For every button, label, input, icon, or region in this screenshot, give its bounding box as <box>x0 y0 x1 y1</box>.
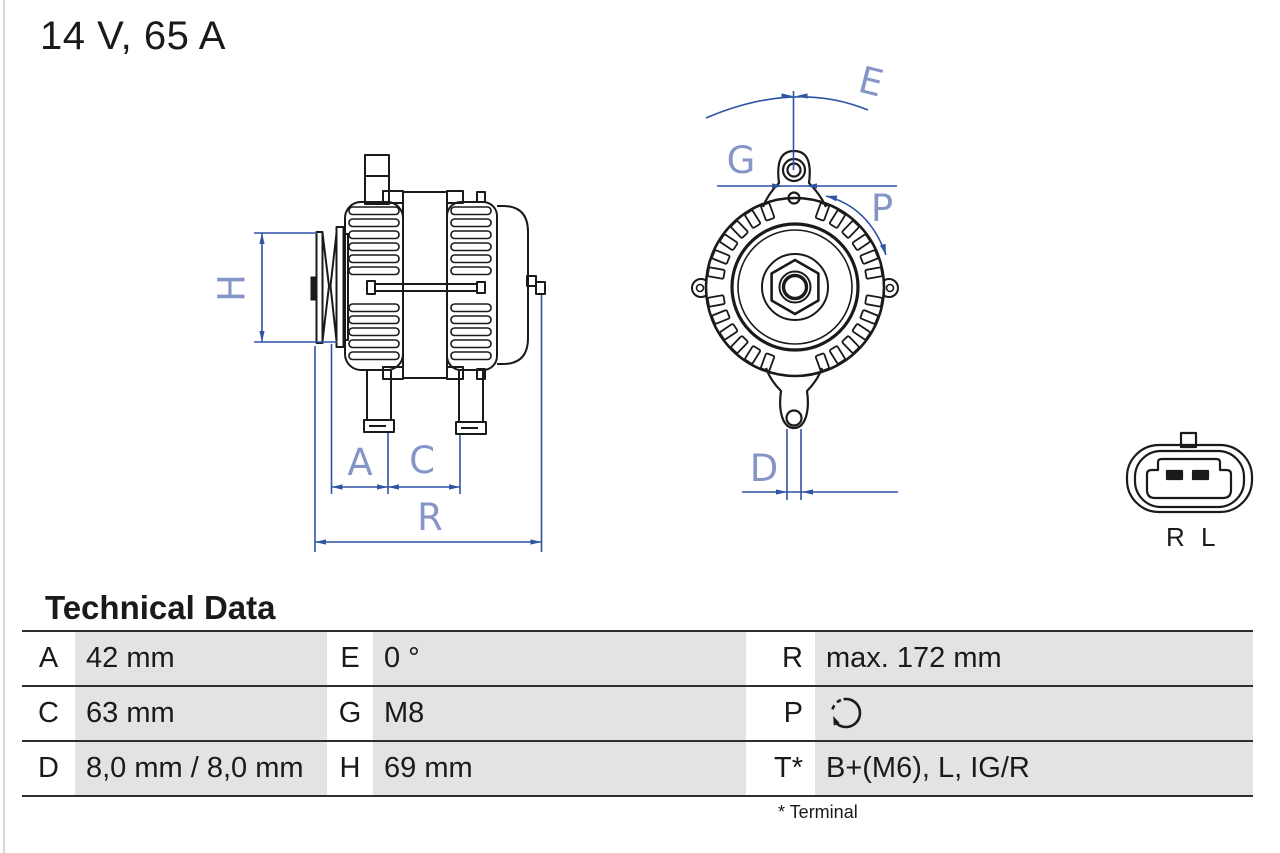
alternator-technical-drawing: H A C R E G P D R L <box>211 58 1254 552</box>
alternator-side-view <box>310 154 546 435</box>
cell-value-C: 63 mm <box>75 685 327 741</box>
cell-value-R: max. 172 mm <box>815 630 1253 686</box>
pin-left <box>1165 469 1184 481</box>
dimension-D <box>742 429 898 500</box>
page-left-border <box>3 0 5 853</box>
pulley <box>315 226 349 348</box>
plug-connector-diagram <box>1125 431 1254 514</box>
technical-data-heading: Technical Data <box>45 589 276 626</box>
shaft-hex-nut <box>770 258 820 316</box>
cell-value-T: B+(M6), L, IG/R <box>815 740 1253 797</box>
label-A: A <box>347 441 372 484</box>
technical-data-section: Technical Data A 42 mm E 0 ° R max. 172 … <box>22 588 1253 797</box>
cell-value-H: 69 mm <box>373 740 746 797</box>
label-C: C <box>409 439 435 482</box>
label-E: E <box>854 58 887 105</box>
rotation-ccw-icon <box>831 697 862 728</box>
cell-label-P: P <box>746 685 815 741</box>
rear-cover <box>497 205 529 365</box>
technical-data-table: A 42 mm E 0 ° R max. 172 mm C 63 mm G M8… <box>22 630 1253 797</box>
bottom-mounting-lugs <box>363 369 487 435</box>
cooling-fins <box>348 206 492 361</box>
label-D: D <box>750 447 779 490</box>
product-rating-title: 14 V, 65 A <box>40 14 226 58</box>
dimension-H <box>254 232 337 343</box>
cell-value-D: 8,0 mm / 8,0 mm <box>75 740 327 797</box>
label-R: R <box>417 496 443 539</box>
table-row: C 63 mm G M8 P <box>22 685 1253 741</box>
cell-label-H: H <box>327 740 373 797</box>
cell-label-E: E <box>327 630 373 686</box>
fan-teeth <box>706 202 884 372</box>
label-H: H <box>211 274 254 302</box>
cell-value-P <box>815 685 1253 741</box>
cell-label-D: D <box>22 740 75 797</box>
bottom-ear <box>764 367 824 430</box>
cell-label-A: A <box>22 630 75 686</box>
cell-value-G: M8 <box>373 685 746 741</box>
top-mounting-lug <box>364 154 390 205</box>
pin-right <box>1191 469 1210 481</box>
alternator-front-view <box>691 149 899 430</box>
through-bolt <box>366 280 486 295</box>
pin-label-R: R <box>1166 522 1185 552</box>
cell-value-A: 42 mm <box>75 630 327 686</box>
terminal-stud <box>526 275 546 295</box>
cell-value-E: 0 ° <box>373 630 746 686</box>
table-row: A 42 mm E 0 ° R max. 172 mm <box>22 630 1253 686</box>
dimension-E <box>705 91 869 170</box>
cell-label-T: T* <box>746 740 815 797</box>
pin-label-L: L <box>1201 522 1215 552</box>
connector-pin-labels: R L <box>1166 522 1215 552</box>
table-row: D 8,0 mm / 8,0 mm H 69 mm T* B+(M6), L, … <box>22 740 1253 797</box>
label-G: G <box>727 139 756 182</box>
dimension-letters: H A C R E G P D <box>211 58 894 539</box>
label-P: P <box>871 187 893 230</box>
connector-tab <box>1179 431 1198 449</box>
terminal-footnote: * Terminal <box>778 802 858 822</box>
cell-label-C: C <box>22 685 75 741</box>
dimension-arrowheads <box>259 93 886 545</box>
shaft-end <box>310 276 317 301</box>
cell-label-R: R <box>746 630 815 686</box>
cell-label-G: G <box>327 685 373 741</box>
